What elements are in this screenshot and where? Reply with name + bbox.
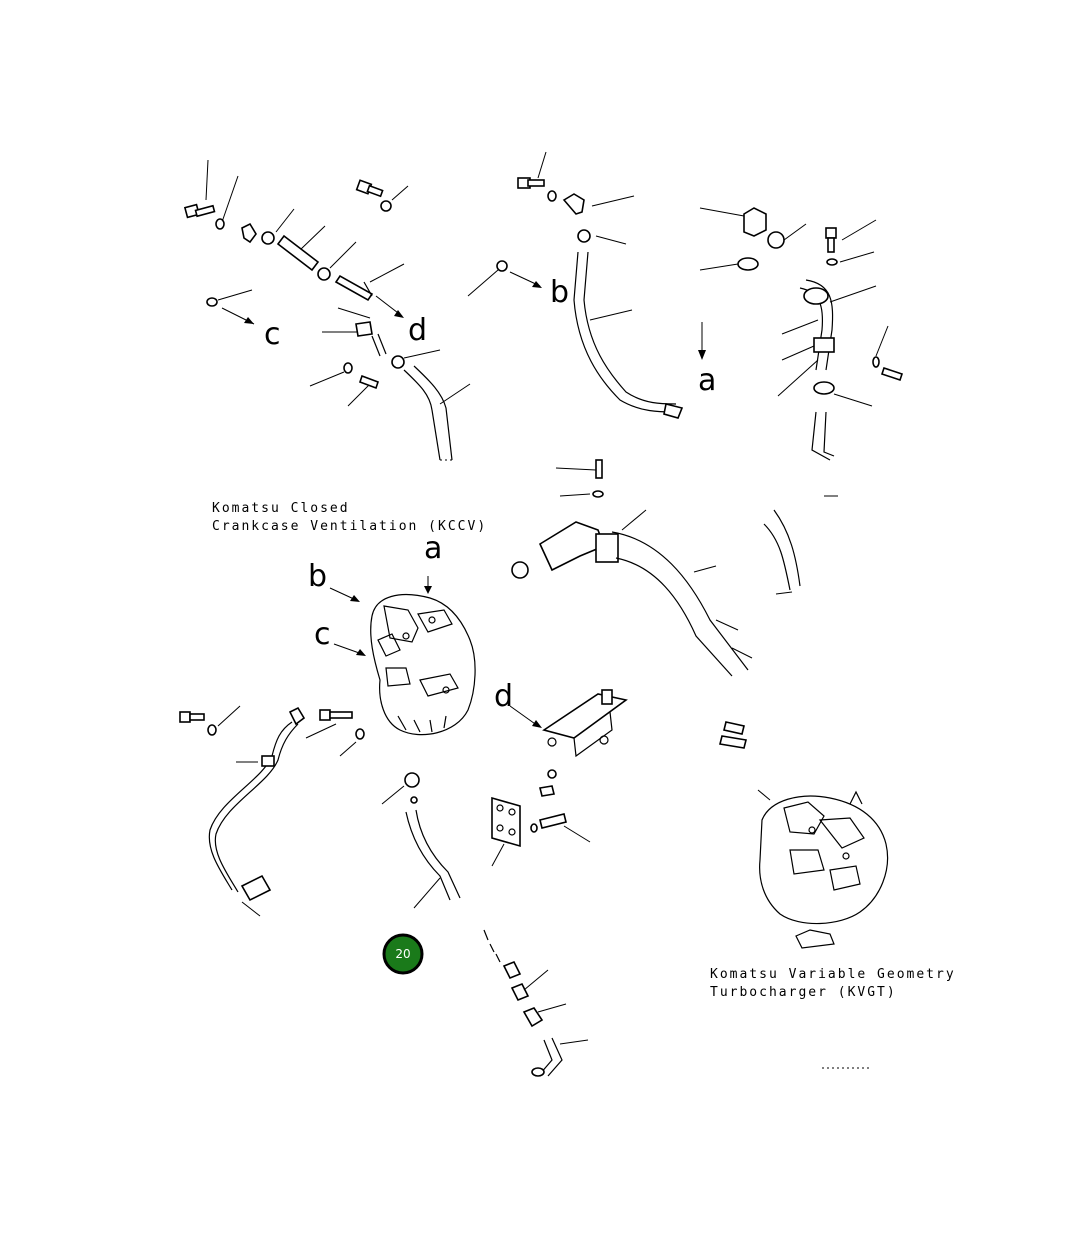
clip-icon bbox=[261, 755, 275, 767]
elbow-fitting-icon bbox=[538, 521, 606, 572]
bolt-icon bbox=[723, 721, 745, 735]
kvgt-caption-line2: Turbocharger (KVGT) bbox=[710, 985, 897, 1000]
fittings-chain-group bbox=[483, 929, 589, 1077]
washer-icon bbox=[380, 200, 392, 212]
connector-icon bbox=[240, 874, 272, 902]
kccv-caption-line1: Komatsu Closed bbox=[212, 501, 350, 516]
hose-icon bbox=[276, 234, 320, 272]
view-arrow-c-icon bbox=[333, 643, 366, 656]
bolt-icon bbox=[539, 785, 555, 797]
clamp-icon bbox=[511, 561, 529, 579]
turbocharger-icon bbox=[759, 795, 889, 925]
washer-icon bbox=[355, 728, 365, 740]
bolt-icon bbox=[539, 813, 567, 829]
view-arrow-a-icon bbox=[424, 576, 432, 594]
bolt-icon bbox=[179, 711, 205, 723]
washer-icon bbox=[592, 490, 604, 498]
engine-block-icon bbox=[370, 594, 476, 736]
clamp-icon bbox=[803, 287, 829, 305]
connector-icon bbox=[288, 706, 306, 726]
hose-end-icon bbox=[663, 403, 684, 419]
elbow-fitting-icon bbox=[241, 222, 257, 244]
bolt-icon bbox=[825, 227, 837, 253]
clamp-icon bbox=[261, 231, 275, 245]
bolt-icon bbox=[358, 374, 380, 390]
bracket-icon bbox=[542, 693, 628, 739]
fitting-icon bbox=[502, 960, 522, 980]
clamp-icon bbox=[813, 381, 835, 395]
drain-hose-group: d bbox=[381, 679, 628, 909]
clamp-icon bbox=[391, 355, 405, 369]
washer-icon bbox=[826, 258, 838, 266]
view-label-d: d bbox=[408, 313, 427, 348]
clamp-icon bbox=[404, 772, 420, 788]
main-breather-hose-group bbox=[511, 459, 801, 677]
washer-icon bbox=[207, 724, 217, 736]
oil-return-piping-group: b a bbox=[467, 151, 716, 419]
hose-connector-icon bbox=[813, 337, 835, 353]
tube-icon bbox=[334, 274, 374, 302]
washer-icon bbox=[343, 362, 353, 374]
washer-icon bbox=[496, 260, 508, 272]
fitting-icon bbox=[522, 1007, 544, 1028]
hose-end-icon bbox=[531, 1067, 545, 1077]
view-arrow-c-icon bbox=[221, 307, 255, 325]
sensor-harness-group bbox=[179, 705, 365, 917]
view-arrow-d-icon bbox=[509, 705, 542, 728]
kvgt-group bbox=[719, 721, 889, 1069]
item-number-badge[interactable]: 20 bbox=[382, 933, 424, 975]
bolt-icon bbox=[719, 735, 747, 749]
bolt-icon bbox=[595, 459, 603, 479]
washer-icon bbox=[215, 218, 225, 230]
bolt-icon bbox=[355, 179, 384, 198]
badge-number[interactable]: 20 bbox=[395, 947, 410, 961]
kccv-piping-group: c d bbox=[183, 159, 471, 461]
bolt-icon bbox=[319, 709, 353, 721]
view-arrow-b-icon bbox=[509, 271, 542, 288]
elbow-fitting-icon bbox=[562, 193, 585, 215]
view-label-c: c bbox=[264, 317, 281, 352]
clamp-icon bbox=[595, 533, 619, 563]
view-arrow-d-icon bbox=[375, 295, 404, 318]
washer-icon bbox=[547, 769, 557, 779]
view-label-a: a bbox=[698, 363, 716, 398]
view-label-b: b bbox=[550, 275, 569, 310]
breather-piping-group bbox=[699, 207, 904, 497]
view-label-c-main: c bbox=[314, 617, 331, 652]
clamp-icon bbox=[317, 267, 331, 281]
view-label-d-main: d bbox=[494, 679, 513, 714]
washer-icon bbox=[410, 796, 418, 804]
mounting-plate-icon bbox=[491, 796, 521, 848]
clamp-icon bbox=[767, 231, 785, 249]
bolt-icon bbox=[880, 366, 904, 382]
fitting-icon bbox=[510, 982, 530, 1002]
clamp-icon bbox=[737, 257, 759, 271]
kccv-caption-line2: Crankcase Ventilation (KCCV) bbox=[212, 519, 487, 534]
view-arrow-a-icon bbox=[698, 322, 706, 360]
washer-icon bbox=[547, 190, 557, 202]
bracket-icon bbox=[355, 321, 373, 337]
clamp-icon bbox=[577, 229, 591, 243]
bolt-icon bbox=[183, 203, 216, 219]
washer-icon bbox=[206, 297, 218, 307]
elbow-fitting-icon bbox=[743, 207, 767, 237]
badge-circle[interactable] bbox=[382, 933, 424, 975]
view-arrow-b-icon bbox=[329, 587, 360, 602]
washer-icon bbox=[872, 356, 880, 368]
sensor-icon bbox=[601, 689, 613, 705]
kccv-unit-group: a b c bbox=[308, 531, 476, 736]
view-label-b-main: b bbox=[308, 559, 327, 594]
bolt-icon bbox=[517, 177, 545, 189]
view-label-a-main: a bbox=[424, 531, 442, 566]
washer-icon bbox=[530, 823, 538, 833]
kvgt-caption-line1: Komatsu Variable Geometry bbox=[710, 967, 956, 982]
